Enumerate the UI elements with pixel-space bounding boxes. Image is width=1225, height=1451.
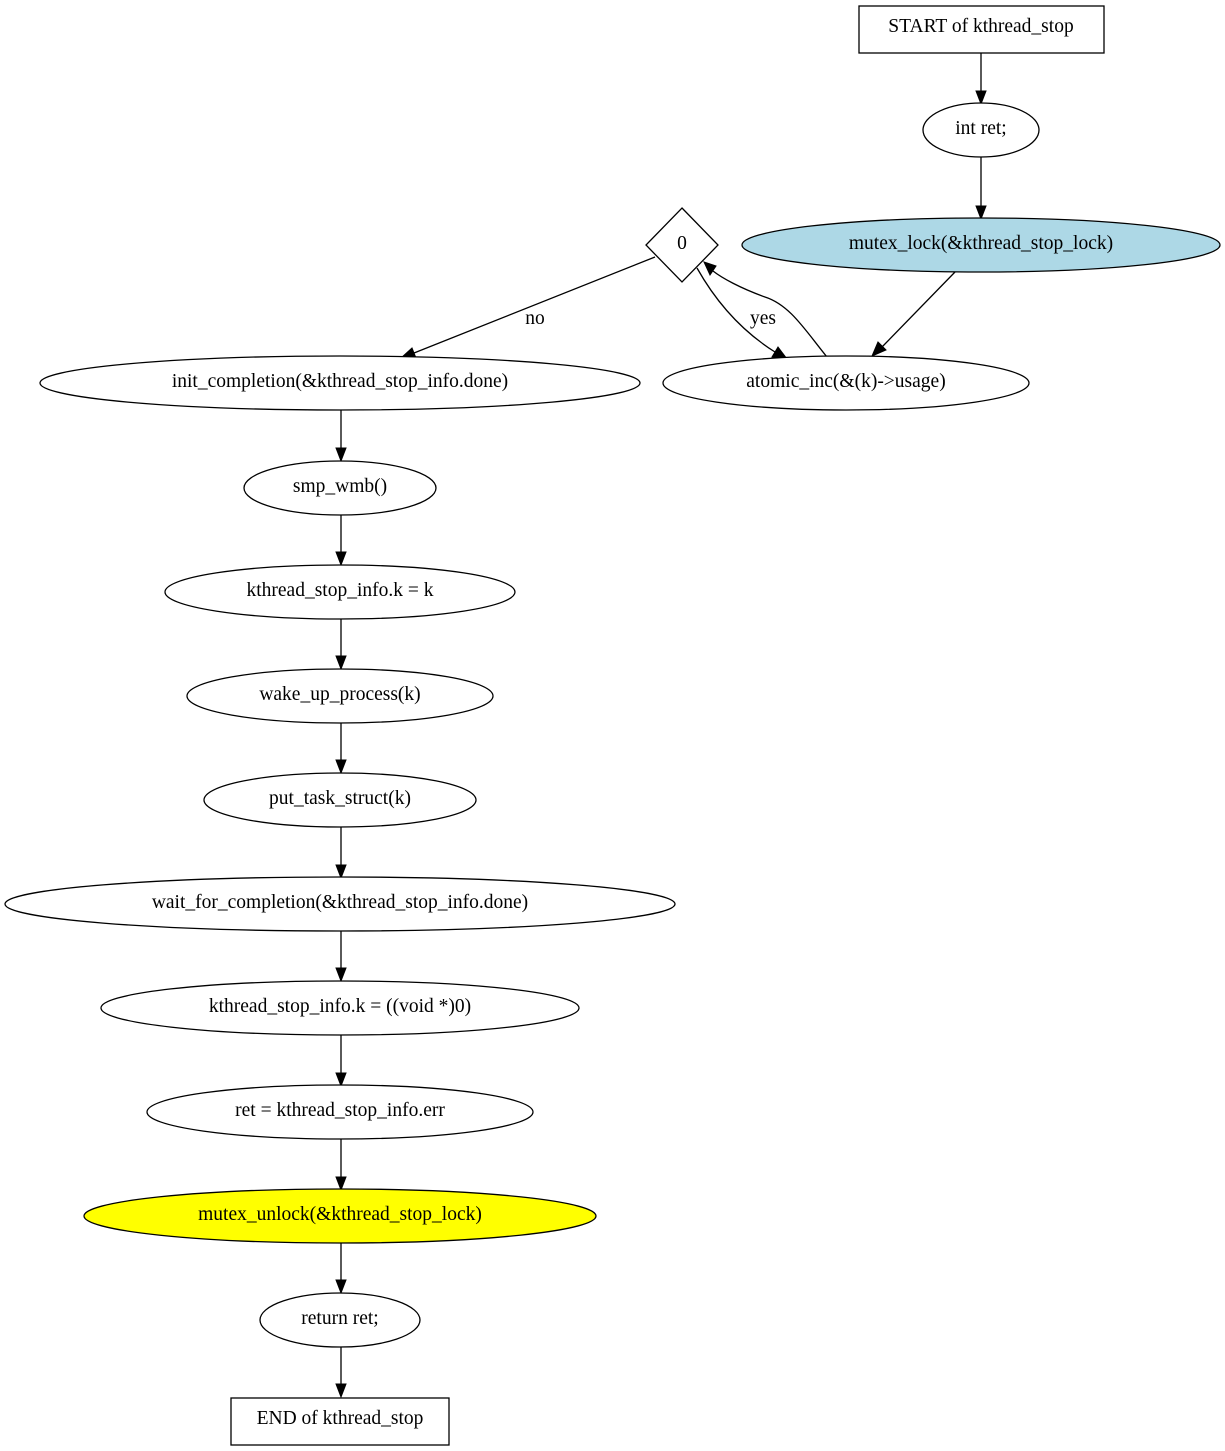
node-start[interactable]: START of kthread_stop xyxy=(858,5,1105,54)
node-wait-completion[interactable]: wait_for_completion(&kthread_stop_info.d… xyxy=(4,876,676,932)
edge-int-ret-to-mutex-lock xyxy=(975,157,987,221)
edge-info-k-assign-to-wake-up xyxy=(335,619,347,671)
node-mutex-unlock-label: mutex_unlock(&kthread_stop_lock) xyxy=(198,1204,482,1225)
node-wait-completion-ellipse xyxy=(4,876,676,932)
node-wake-up[interactable]: wake_up_process(k) xyxy=(186,668,494,724)
node-init-completion-label: init_completion(&kthread_stop_info.done) xyxy=(172,371,508,392)
edges: yes no xyxy=(335,53,987,1399)
node-start-label: START of kthread_stop xyxy=(888,16,1073,37)
node-mutex-unlock[interactable]: mutex_unlock(&kthread_stop_lock) xyxy=(83,1188,597,1244)
edge-return-ret-to-end xyxy=(335,1347,347,1399)
node-info-k-assign-label: kthread_stop_info.k = k xyxy=(246,580,433,601)
node-int-ret-label: int ret; xyxy=(955,118,1006,139)
node-int-ret-ellipse xyxy=(922,102,1040,158)
node-end-box xyxy=(230,1397,450,1446)
node-smp-wmb[interactable]: smp_wmb() xyxy=(243,460,437,516)
node-mutex-lock[interactable]: mutex_lock(&kthread_stop_lock) xyxy=(741,217,1221,273)
node-info-k-null[interactable]: kthread_stop_info.k = ((void *)0) xyxy=(100,980,580,1036)
node-smp-wmb-label: smp_wmb() xyxy=(293,476,387,497)
node-wake-up-ellipse xyxy=(186,668,494,724)
edge-put-task-to-wait-completion xyxy=(335,826,347,880)
node-put-task[interactable]: put_task_struct(k) xyxy=(203,772,477,828)
edge-mutex-unlock-to-return-ret xyxy=(335,1242,347,1295)
node-smp-wmb-ellipse xyxy=(243,460,437,516)
node-mutex-lock-ellipse xyxy=(741,217,1221,273)
node-info-k-null-label: kthread_stop_info.k = ((void *)0) xyxy=(209,996,471,1017)
node-info-k-assign-ellipse xyxy=(164,564,516,620)
node-put-task-label: put_task_struct(k) xyxy=(269,788,411,809)
node-return-ret-label: return ret; xyxy=(301,1308,378,1329)
node-wait-completion-label: wait_for_completion(&kthread_stop_info.d… xyxy=(152,892,528,913)
edge-start-to-int-ret xyxy=(975,53,987,106)
node-int-ret[interactable]: int ret; xyxy=(922,102,1040,158)
edge-smp-wmb-to-info-k-assign xyxy=(335,514,347,567)
edge-mutex-lock-to-atomic-inc xyxy=(871,271,956,357)
node-atomic-inc-label: atomic_inc(&(k)->usage) xyxy=(746,371,945,392)
edge-wait-completion-to-info-k-null xyxy=(335,930,347,983)
node-decision-label: 0 xyxy=(677,233,687,254)
node-decision[interactable]: 0 xyxy=(645,207,719,283)
node-start-box xyxy=(858,5,1105,54)
node-mutex-unlock-ellipse xyxy=(83,1188,597,1244)
nodes: START of kthread_stop int ret; mutex_loc… xyxy=(4,5,1221,1446)
edge-decision-to-init-completion-no: no xyxy=(399,256,656,359)
node-ret-assign-label: ret = kthread_stop_info.err xyxy=(235,1100,445,1121)
edge-init-completion-to-smp-wmb xyxy=(335,409,347,463)
edge-label-no: no xyxy=(525,308,545,329)
node-atomic-inc[interactable]: atomic_inc(&(k)->usage) xyxy=(662,355,1030,411)
node-info-k-null-ellipse xyxy=(100,980,580,1036)
edge-label-yes: yes xyxy=(750,308,776,329)
node-return-ret[interactable]: return ret; xyxy=(259,1292,421,1348)
node-atomic-inc-ellipse xyxy=(662,355,1030,411)
edge-decision-to-atomic-inc-yes: yes xyxy=(696,267,789,360)
edge-atomic-inc-to-decision xyxy=(703,261,828,358)
edge-wake-up-to-put-task xyxy=(335,722,347,775)
node-return-ret-ellipse xyxy=(259,1292,421,1348)
node-mutex-lock-label: mutex_lock(&kthread_stop_lock) xyxy=(849,233,1113,254)
node-put-task-ellipse xyxy=(203,772,477,828)
edge-ret-assign-to-mutex-unlock xyxy=(335,1138,347,1192)
node-info-k-assign[interactable]: kthread_stop_info.k = k xyxy=(164,564,516,620)
node-decision-diamond xyxy=(645,207,719,283)
node-ret-assign[interactable]: ret = kthread_stop_info.err xyxy=(146,1084,534,1140)
node-ret-assign-ellipse xyxy=(146,1084,534,1140)
node-init-completion-ellipse xyxy=(39,355,641,411)
node-wake-up-label: wake_up_process(k) xyxy=(259,684,420,705)
node-end-label: END of kthread_stop xyxy=(257,1408,424,1429)
edge-info-k-null-to-ret-assign xyxy=(335,1034,347,1088)
node-end[interactable]: END of kthread_stop xyxy=(230,1397,450,1446)
node-init-completion[interactable]: init_completion(&kthread_stop_info.done) xyxy=(39,355,641,411)
